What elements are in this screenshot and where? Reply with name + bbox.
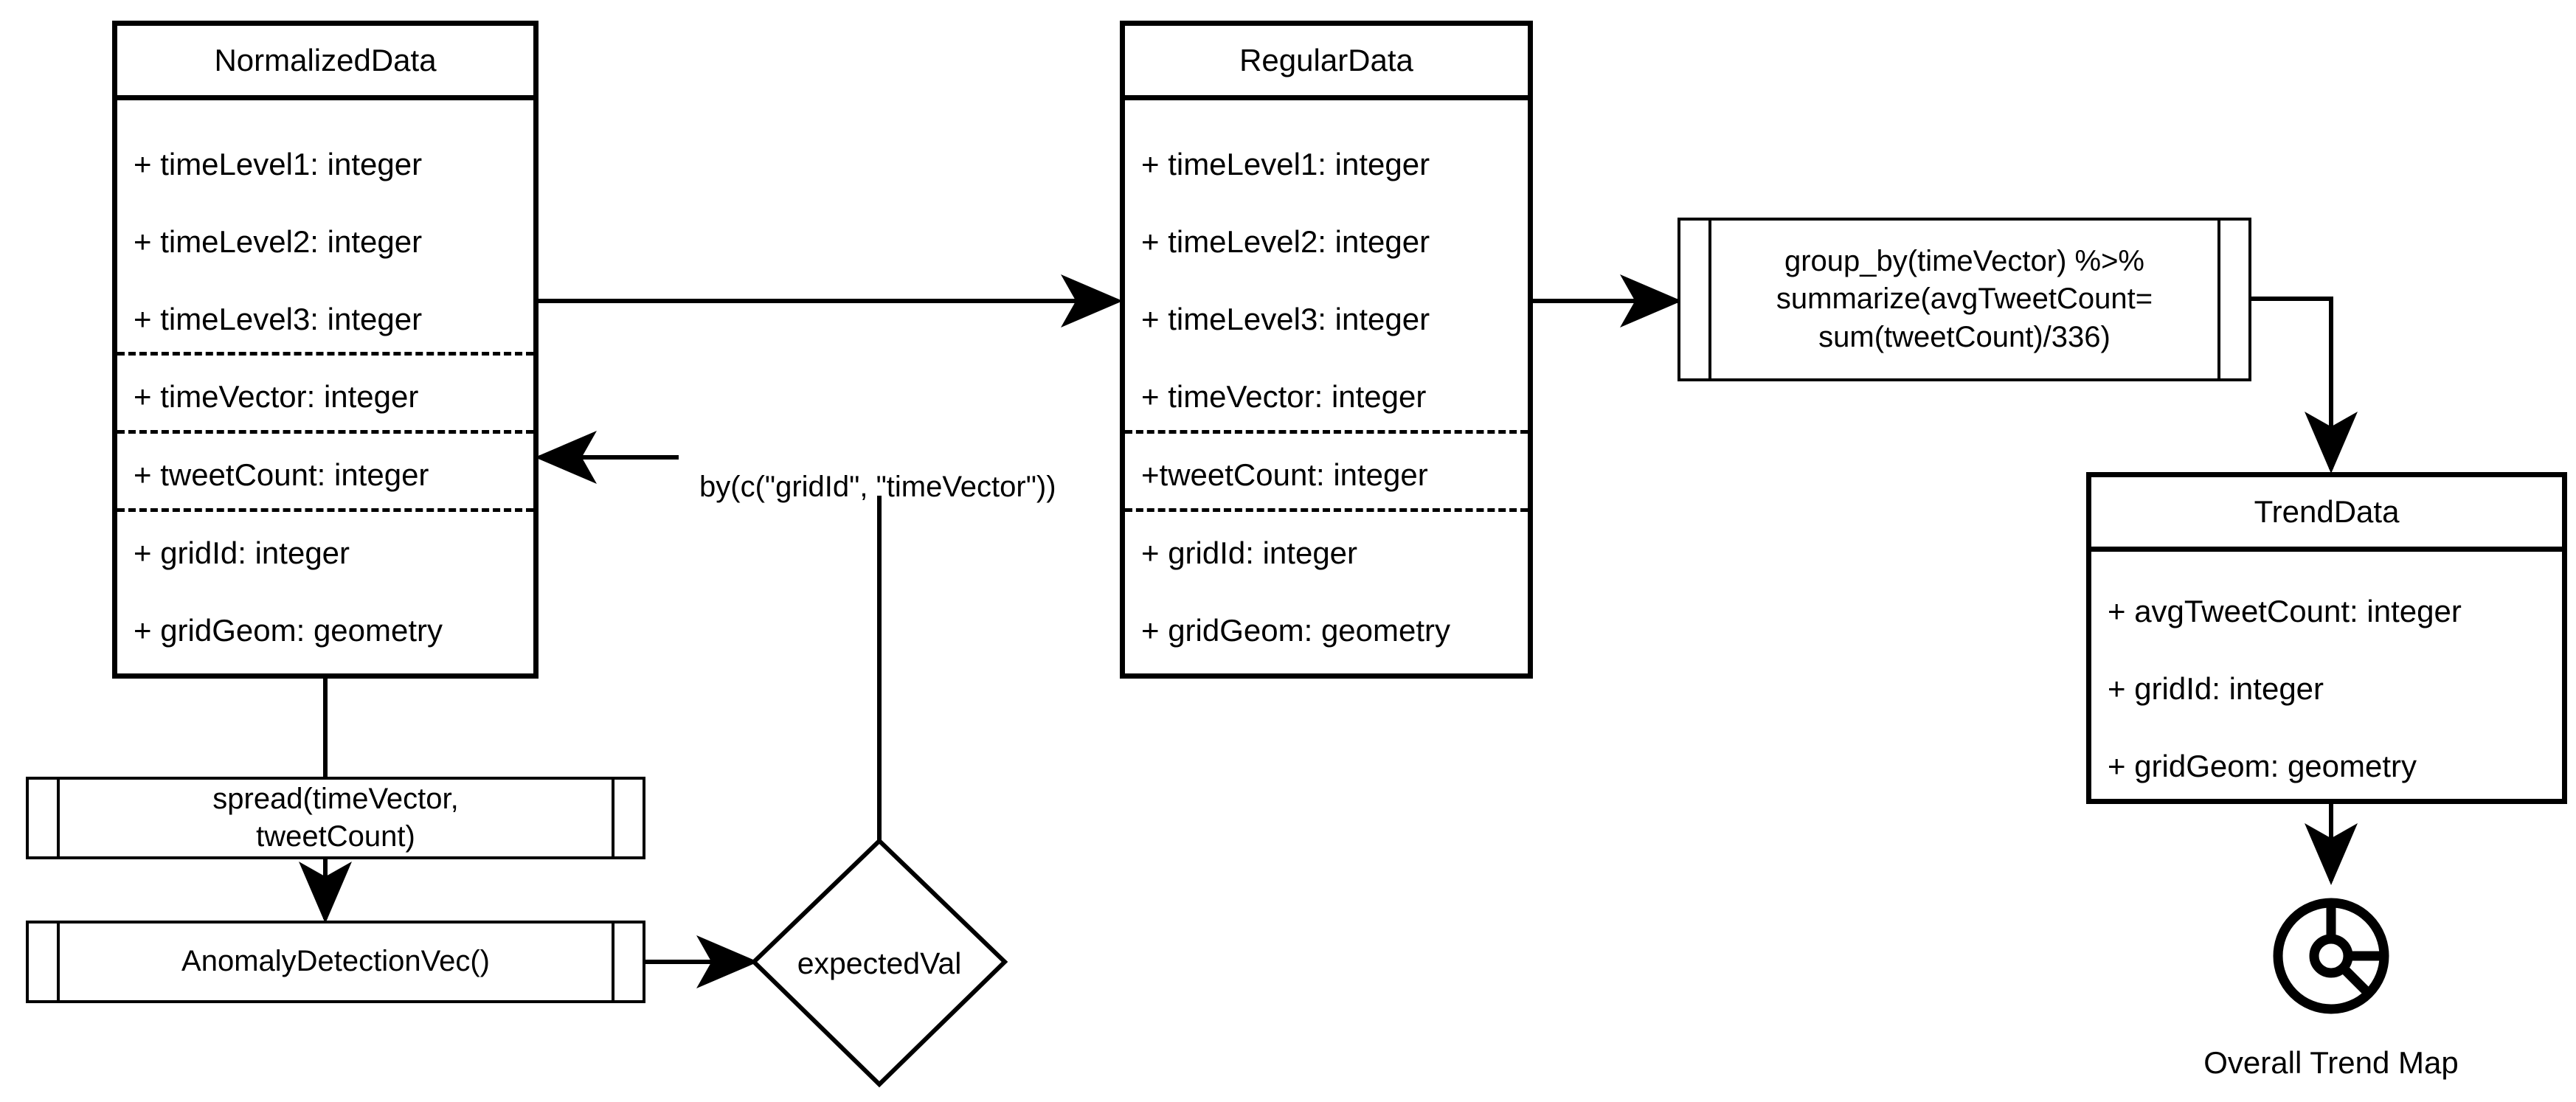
process-box-anomaly-detection-vec[interactable]: AnomalyDetectionVec() (26, 921, 645, 1003)
attribute-row: + timeLevel3: integer (134, 302, 423, 336)
attribute-row: + timeLevel3: integer (1141, 302, 1430, 336)
class-title-normalized-data: NormalizedData (117, 26, 533, 100)
class-title-regular-data: RegularData (1125, 26, 1528, 100)
attribute-row: + timeLevel1: integer (1141, 147, 1430, 181)
process-label-spread: spread(timeVector, tweetCount) (212, 782, 459, 853)
attribute-separator (117, 508, 533, 512)
edge-groupby-to-trenddata (2248, 297, 2358, 474)
process-right-gutter (614, 780, 643, 856)
class-attributes-regular-data: + timeLevel1: integer + timeLevel2: inte… (1125, 100, 1528, 673)
attribute-row: +tweetCount: integer (1141, 457, 1428, 492)
class-title-trend-data: TrendData (2091, 477, 2562, 552)
process-left-gutter (1680, 221, 1708, 378)
process-left-gutter (29, 780, 57, 856)
output-node-overall-trend-map[interactable] (2257, 882, 2405, 1030)
process-left-gutter (29, 923, 57, 1000)
class-attributes-normalized-data: + timeLevel1: integer + timeLevel2: inte… (117, 100, 533, 673)
attribute-row: + tweetCount: integer (134, 457, 429, 492)
attribute-separator (1125, 508, 1528, 512)
class-box-normalized-data[interactable]: NormalizedData + timeLevel1: integer + t… (112, 21, 539, 679)
process-right-gutter (2220, 221, 2248, 378)
decision-node-expected-val[interactable]: expectedVal (750, 837, 1008, 1088)
attribute-separator (1125, 430, 1528, 434)
process-box-spread[interactable]: spread(timeVector, tweetCount) (26, 777, 645, 859)
pie-chart-icon (2273, 898, 2389, 1014)
process-left-bar (57, 923, 60, 1000)
class-attributes-trend-data: + avgTweetCount: integer + gridId: integ… (2091, 552, 2562, 799)
attribute-row: + avgTweetCount: integer (2108, 594, 2462, 628)
process-label-group-by-summarize: group_by(timeVector) %>% summarize(avgTw… (1776, 245, 2153, 353)
attribute-row: + timeVector: integer (1141, 379, 1427, 414)
class-box-regular-data[interactable]: RegularData + timeLevel1: integer + time… (1120, 21, 1533, 679)
decision-label-expected-val: expectedVal (797, 946, 962, 980)
attribute-row: + timeLevel1: integer (134, 147, 423, 181)
attribute-separator (117, 430, 533, 434)
class-box-trend-data[interactable]: TrendData + avgTweetCount: integer + gri… (2086, 472, 2567, 804)
decision-diamond-shape (750, 837, 1008, 1088)
process-right-gutter (614, 923, 643, 1000)
attribute-row: + gridId: integer (2108, 671, 2324, 706)
output-caption-overall-trend-map: Overall Trend Map (2203, 1045, 2459, 1080)
process-left-bar (57, 780, 60, 856)
edge-label-join-by: by(c("gridId", "timeVector")) (699, 471, 1056, 503)
attribute-row: + timeLevel2: integer (1141, 224, 1430, 259)
attribute-row: + gridId: integer (134, 536, 350, 570)
process-label-anomaly-detection-vec: AnomalyDetectionVec() (181, 945, 490, 978)
attribute-row: + gridGeom: geometry (134, 613, 443, 648)
attribute-row: + timeLevel2: integer (134, 224, 423, 259)
attribute-row: + gridGeom: geometry (1141, 613, 1451, 648)
process-right-bar (2217, 221, 2220, 378)
process-box-group-by-summarize[interactable]: group_by(timeVector) %>% summarize(avgTw… (1677, 218, 2251, 381)
attribute-row: + timeVector: integer (134, 379, 419, 414)
attribute-row: + gridGeom: geometry (2108, 749, 2417, 783)
attribute-row: + gridId: integer (1141, 536, 1358, 570)
process-right-bar (612, 780, 614, 856)
process-right-bar (612, 923, 614, 1000)
process-left-bar (1708, 221, 1711, 378)
attribute-separator (117, 352, 533, 356)
